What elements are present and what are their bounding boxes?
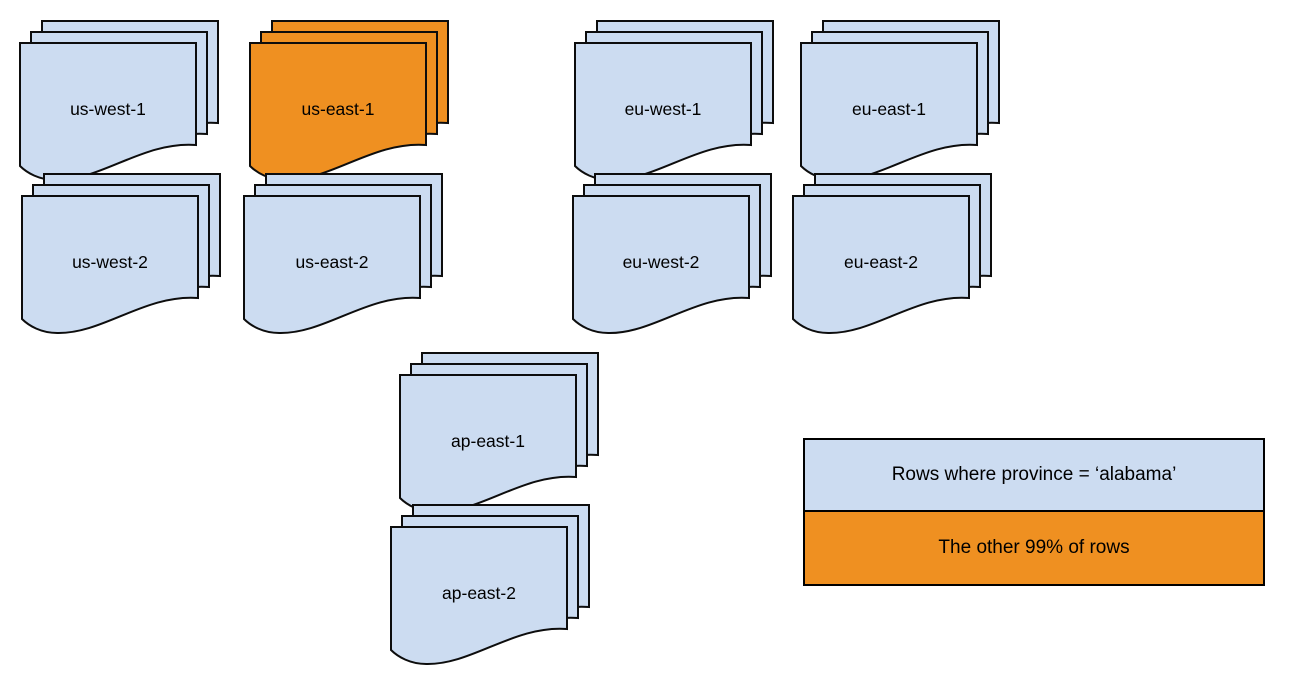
stack-sheets-us-west-1 bbox=[19, 20, 219, 182]
stack-sheet-front bbox=[800, 42, 978, 182]
stack-sheet-front bbox=[399, 374, 577, 514]
stack-sheets-eu-west-1 bbox=[574, 20, 774, 182]
legend-label-blue: Rows where province = ‘alabama’ bbox=[891, 464, 1177, 485]
stack-sheet-front bbox=[792, 195, 970, 335]
stack-sheets-eu-east-2 bbox=[792, 173, 992, 335]
stack-sheets-us-west-2 bbox=[21, 173, 221, 335]
region-stack-eu-east-1[interactable]: eu-east-1 bbox=[800, 20, 1000, 182]
stack-sheet-front bbox=[21, 195, 199, 335]
stack-sheets-ap-east-1 bbox=[399, 352, 599, 514]
stack-sheets-us-east-1 bbox=[249, 20, 449, 182]
region-stack-ap-east-2[interactable]: ap-east-2 bbox=[390, 504, 590, 666]
legend-row-blue: Rows where province = ‘alabama’ bbox=[805, 440, 1263, 512]
region-stack-us-west-1[interactable]: us-west-1 bbox=[19, 20, 219, 182]
region-stack-eu-east-2[interactable]: eu-east-2 bbox=[792, 173, 992, 335]
region-stack-eu-west-2[interactable]: eu-west-2 bbox=[572, 173, 772, 335]
stack-sheet-front bbox=[572, 195, 750, 335]
legend-box: Rows where province = ‘alabama’ The othe… bbox=[803, 438, 1265, 586]
stack-sheet-front bbox=[243, 195, 421, 335]
region-stack-eu-west-1[interactable]: eu-west-1 bbox=[574, 20, 774, 182]
stack-sheet-front bbox=[574, 42, 752, 182]
stack-sheet-front bbox=[390, 526, 568, 666]
stack-sheets-ap-east-2 bbox=[390, 504, 590, 666]
region-stack-ap-east-1[interactable]: ap-east-1 bbox=[399, 352, 599, 514]
stack-sheets-eu-east-1 bbox=[800, 20, 1000, 182]
stack-sheets-eu-west-2 bbox=[572, 173, 772, 335]
region-stack-us-west-2[interactable]: us-west-2 bbox=[21, 173, 221, 335]
region-stack-us-east-1[interactable]: us-east-1 bbox=[249, 20, 449, 182]
legend-label-orange: The other 99% of rows bbox=[938, 537, 1130, 558]
region-stack-us-east-2[interactable]: us-east-2 bbox=[243, 173, 443, 335]
stack-sheet-front bbox=[249, 42, 427, 182]
legend-row-orange: The other 99% of rows bbox=[805, 512, 1263, 584]
stack-sheet-front bbox=[19, 42, 197, 182]
stack-sheets-us-east-2 bbox=[243, 173, 443, 335]
